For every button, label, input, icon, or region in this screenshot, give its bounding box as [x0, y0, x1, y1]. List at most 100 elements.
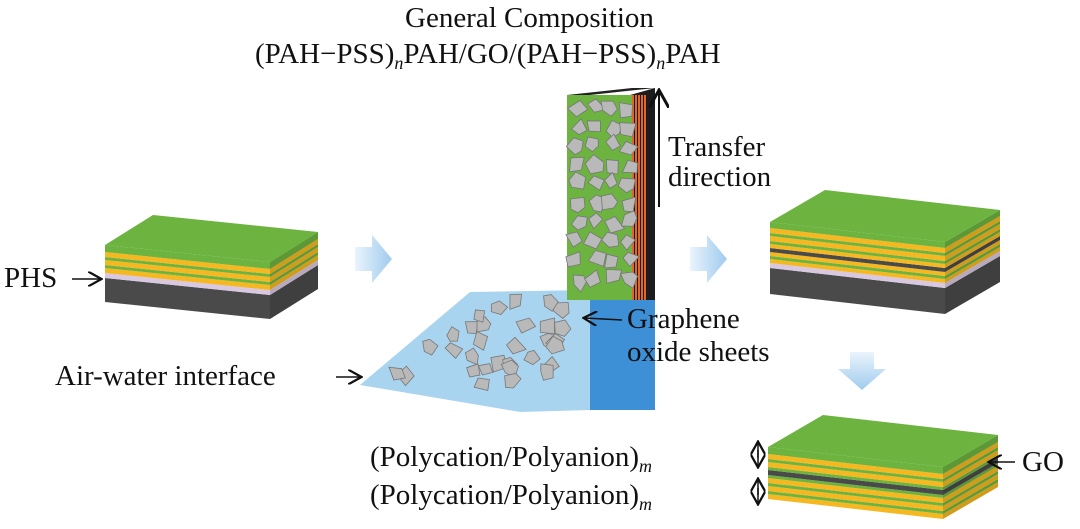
layer-side: [270, 265, 318, 319]
layer-front: [768, 459, 943, 482]
layer-front: [105, 273, 270, 295]
stack-top: [105, 215, 318, 262]
graphene-oxide-flake: [622, 251, 640, 268]
layer-side: [943, 463, 998, 498]
layer-side: [943, 447, 998, 482]
graphene-oxide-flake: [587, 175, 605, 191]
multilayer-go-stack: [768, 415, 998, 519]
graphene-label-1: Graphene: [627, 303, 740, 335]
layer-front: [105, 252, 270, 274]
layer-front: [105, 265, 270, 285]
graphene-oxide-flake: [620, 210, 638, 227]
layer-front: [768, 467, 943, 490]
polycation-label-2: (Polycation/Polyanion)m: [370, 481, 652, 514]
layer-side: [270, 255, 318, 290]
layer-edge: [641, 95, 643, 300]
layer-side: [270, 232, 318, 269]
graphene-oxide-flake: [509, 293, 523, 310]
graphene-oxide-flake: [621, 196, 637, 213]
graphene-oxide-flake: [605, 133, 621, 151]
layer-side: [270, 260, 318, 295]
layer-front: [768, 475, 943, 498]
layer-front: [770, 252, 945, 276]
title-part: PAH: [665, 38, 721, 70]
graphene-oxide-flake: [584, 269, 601, 288]
graphene-oxide-flake: [569, 156, 585, 173]
layer-edge: [644, 95, 646, 300]
layer-front: [105, 278, 270, 319]
graphene-oxide-flake: [505, 336, 527, 355]
graphene-oxide-flake: [621, 159, 638, 174]
subscript-m: m: [639, 456, 653, 476]
process-arrow-3: [838, 352, 886, 390]
layer-side: [945, 216, 1000, 253]
graphene-oxide-flake: [388, 366, 406, 381]
graphene-oxide-flake: [515, 317, 537, 334]
graphene-oxide-flake: [444, 342, 464, 359]
graphene-oxide-flake: [604, 171, 618, 189]
go-label: GO: [1022, 446, 1064, 478]
layer-side: [943, 458, 998, 495]
title-part: PAH/GO/(PAH−PSS): [403, 38, 657, 70]
phs-substrate-stack: [105, 215, 318, 319]
layer-front: [768, 454, 943, 479]
phs-label: PHS: [4, 262, 58, 294]
graphene-oxide-flake: [584, 154, 605, 175]
graphene-oxide-flake: [422, 338, 439, 356]
layer-side: [945, 256, 1000, 314]
graphene-oxide-flake: [466, 363, 481, 378]
graphene-oxide-flake: [600, 193, 619, 211]
graphene-oxide-flake: [619, 122, 637, 138]
graphene-oxide-flake: [587, 250, 607, 267]
graphene-oxide-flake: [540, 363, 554, 381]
transferred-stack: [770, 190, 1000, 314]
layer-side: [945, 236, 1000, 272]
graphene-oxide-flake: [473, 377, 490, 391]
graphene-oxide-flake: [605, 159, 619, 175]
layer-side: [943, 466, 998, 503]
graphene-oxide-flake: [601, 231, 620, 248]
stack-top: [770, 190, 1000, 242]
graphene-oxide-flake: [565, 137, 584, 156]
graphene-oxide-flake: [572, 274, 588, 293]
transfer-label-2: direction: [668, 161, 772, 193]
graphene-oxide-flake: [565, 251, 581, 268]
title-part: (PAH−PSS): [255, 38, 395, 70]
layer-side: [943, 479, 998, 514]
layer-front: [770, 228, 945, 253]
title-line-2: (PAH−PSS)nPAH/GO/(PAH−PSS)nPAH: [255, 38, 721, 73]
graphene-oxide-flake: [570, 215, 588, 231]
layer-side: [943, 474, 998, 511]
layer-side: [943, 482, 998, 519]
subscript-n: n: [656, 53, 666, 73]
layer-front: [105, 260, 270, 282]
graphene-oxide-flake: [446, 326, 460, 342]
graphene-oxide-flake: [473, 309, 486, 323]
layer-side: [945, 244, 1000, 279]
layer-side: [945, 240, 1000, 276]
layer-front: [770, 236, 945, 261]
layer-side: [943, 435, 998, 474]
layer-side: [945, 247, 1000, 283]
layer-front: [768, 470, 943, 495]
layer-edge: [638, 95, 640, 300]
layer-front: [770, 241, 945, 264]
layer-front: [768, 483, 943, 506]
graphene-oxide-flake: [464, 347, 479, 366]
layer-front: [770, 268, 945, 314]
layer-side: [945, 251, 1000, 288]
graphene-oxide-flake: [472, 331, 489, 351]
layer-side: [943, 455, 998, 490]
layer-front: [768, 462, 943, 487]
graphene-oxide-flake: [568, 171, 587, 190]
layer-side: [270, 247, 318, 282]
process-arrow-2: [690, 235, 727, 283]
graphene-oxide-flake: [604, 216, 626, 234]
layer-front: [768, 491, 943, 514]
layer-front: [105, 257, 270, 277]
layer-front: [768, 494, 943, 519]
graphene-oxide-flake: [565, 231, 583, 248]
process-arrow-1: [355, 235, 392, 283]
layer-front: [770, 259, 945, 283]
